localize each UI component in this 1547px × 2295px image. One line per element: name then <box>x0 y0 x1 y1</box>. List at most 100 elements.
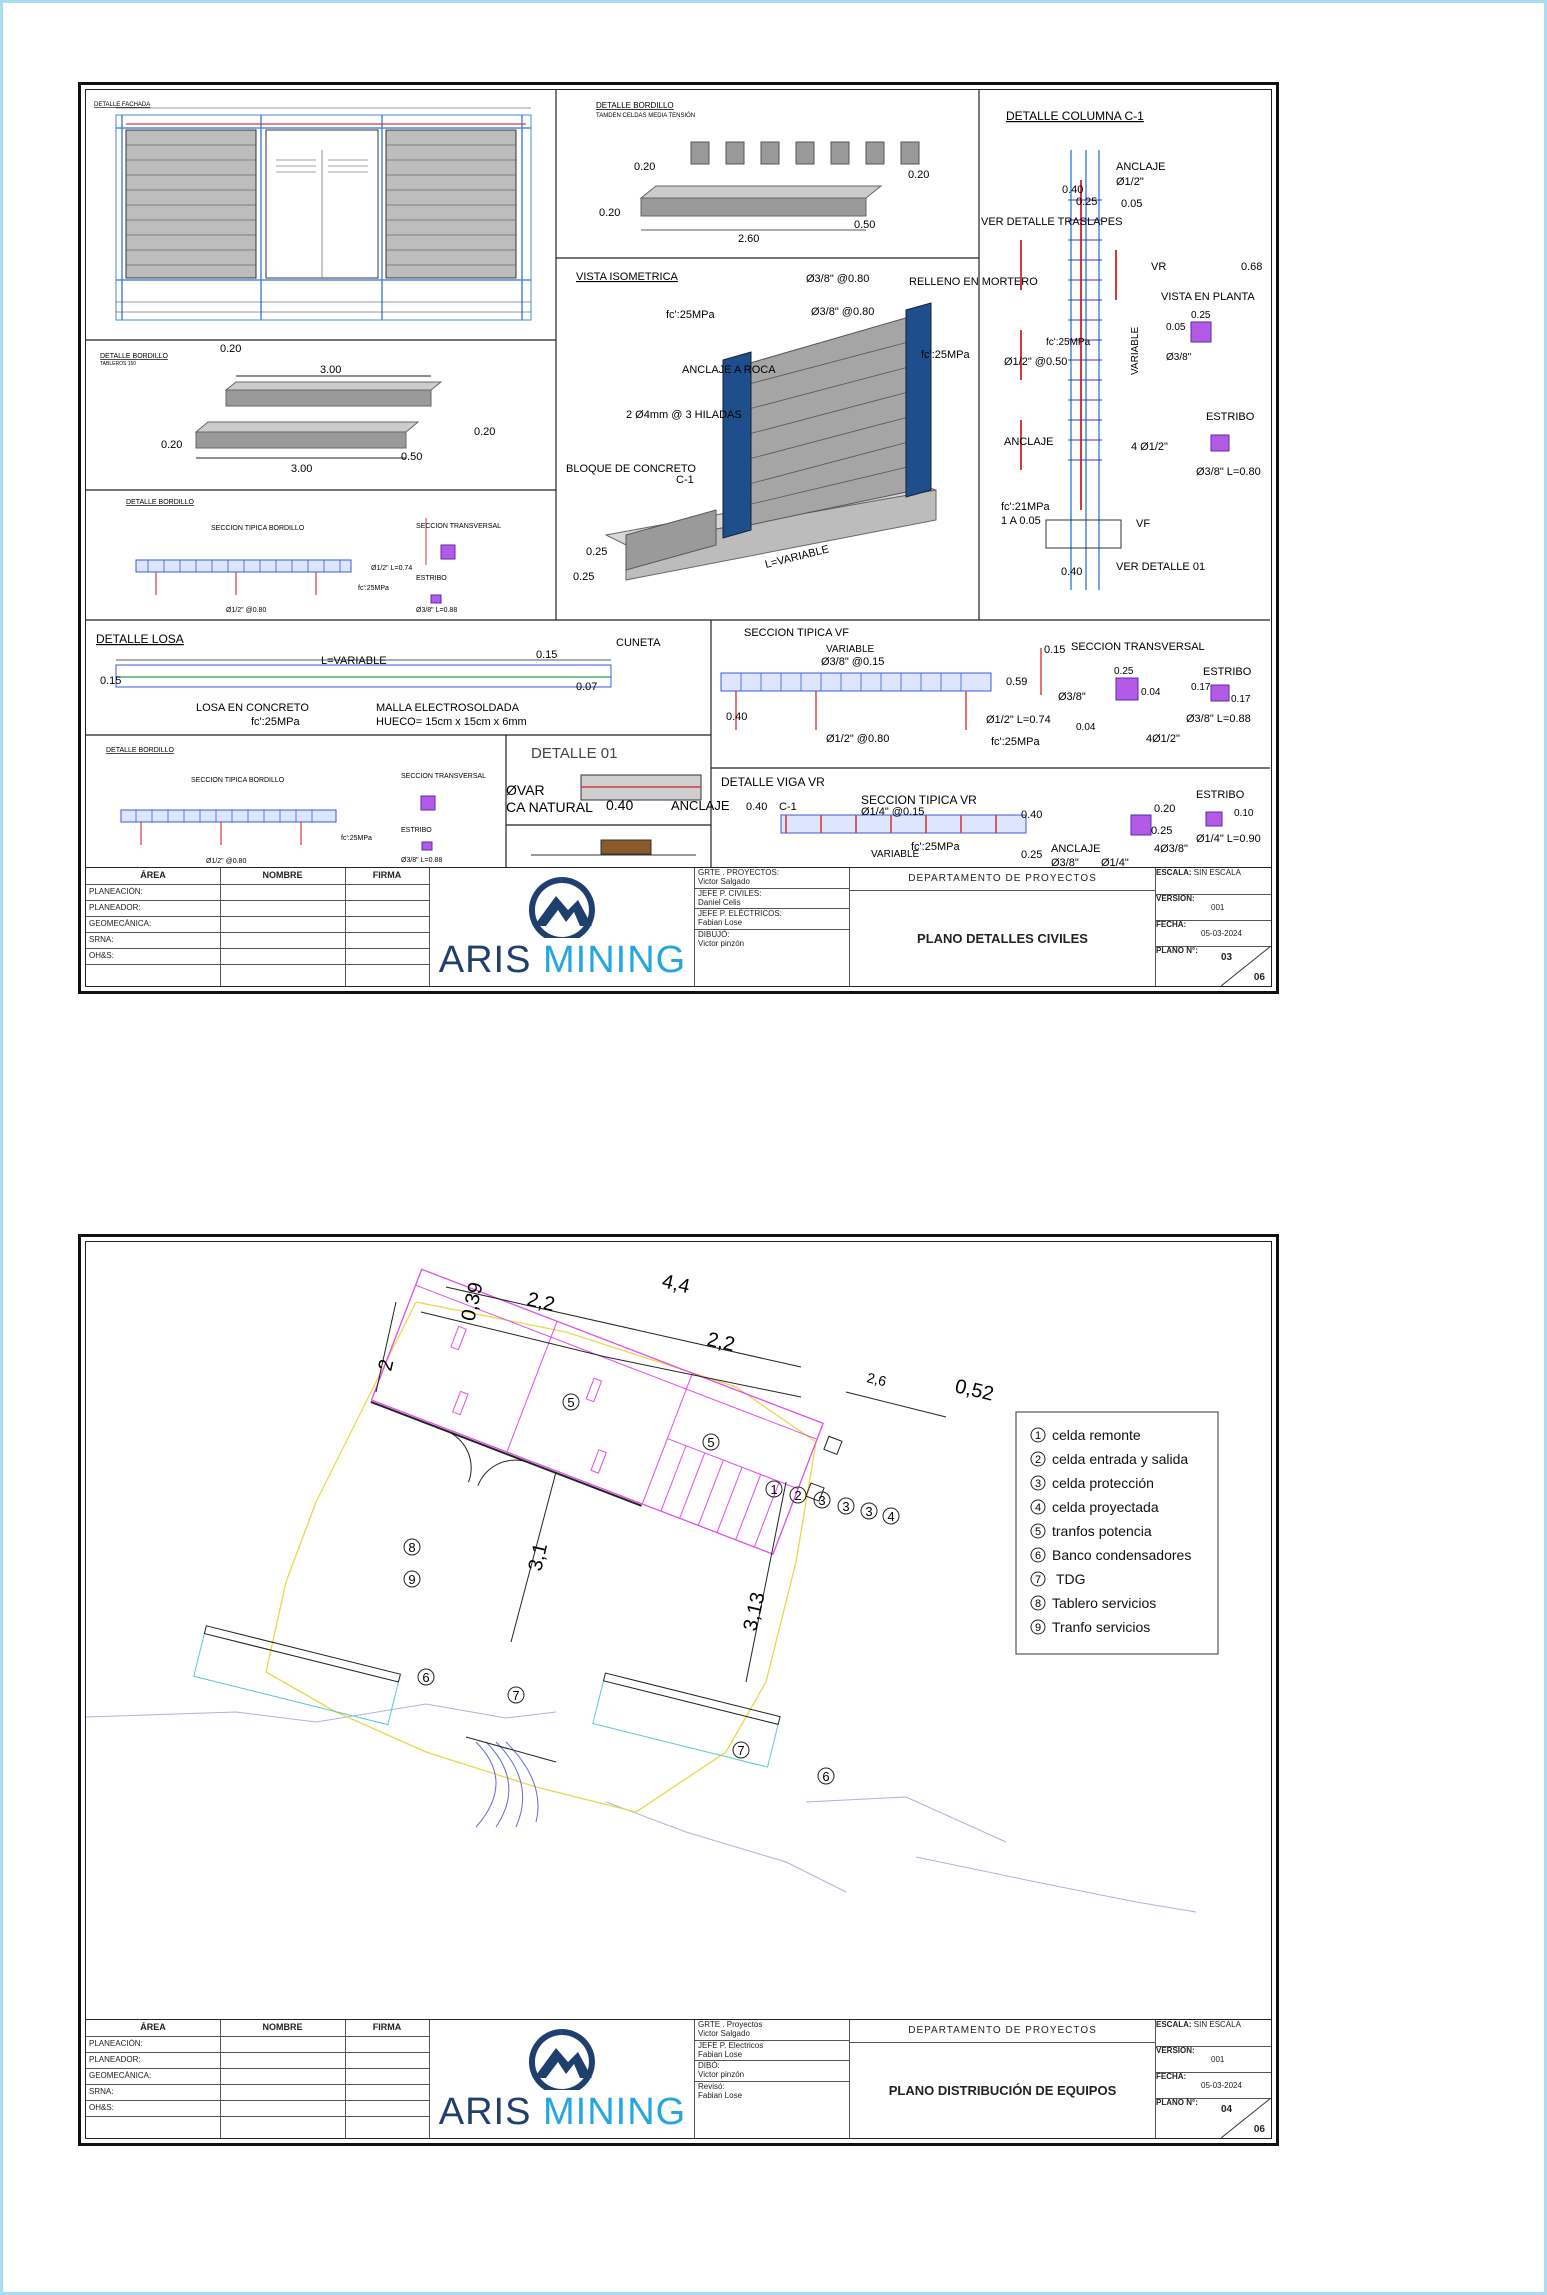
marker-1: 1 <box>765 1480 783 1498</box>
tb2-row-srna: SRNA: <box>89 2087 114 2096</box>
marker-7a: 7 <box>507 1686 525 1704</box>
equipment-layout-drawing: 4,4 2,2 2,2 0,39 2 2,6 0,52 3,1 3,13 5 5… <box>86 1268 1219 1913</box>
dim-025-iso-a: 0.25 <box>586 546 607 558</box>
label-bloque: BLOQUE DE CONCRETO <box>566 463 696 475</box>
title-detalle-columna: DETALLE COLUMNA C-1 <box>1006 109 1144 123</box>
title-detalle-viga: DETALLE VIGA VR <box>721 775 825 789</box>
legend-item-9: Tranfo servicios <box>1052 1619 1150 1635</box>
svg-text:1: 1 <box>1035 1430 1041 1442</box>
label-phi14-015: Ø1/4" @0.15 <box>861 806 924 818</box>
label-anclaje-vr: ANCLAJE <box>1051 843 1101 855</box>
label-fc25-iso-a: fc':25MPa <box>666 309 715 321</box>
label-phi38-vr: Ø3/8" <box>1051 857 1079 868</box>
tb1-row-srna: SRNA: <box>89 935 114 944</box>
mountain-logo-icon <box>529 2029 595 2090</box>
dim-017-vf-a: 0.17 <box>1191 682 1211 693</box>
vf-drawing <box>720 648 1230 730</box>
tb1-version-key: VERSION: <box>1156 894 1195 903</box>
label-anclaje-col-b: ANCLAJE <box>1004 436 1054 448</box>
label-fc25-b: fc':25MPa <box>341 835 372 842</box>
label-phi12-4b-vf: 4Ø1/2" <box>1146 733 1180 745</box>
dim-007: 0.07 <box>576 681 597 693</box>
label-relleno: RELLENO EN MORTERO <box>909 276 1038 288</box>
equipment-markers: 5 5 1 2 3 3 3 4 8 9 6 7 7 6 <box>403 1393 900 1785</box>
tb2-fecha-value: 05-03-2024 <box>1201 2081 1242 2090</box>
dim-040-vf: 0.40 <box>726 711 747 723</box>
brand-logo-2: ARIS MINING <box>429 2020 695 2138</box>
dim-039: 0,39 <box>457 1280 487 1323</box>
tb2-version-value: 001 <box>1211 2055 1225 2064</box>
title-block-2: ÁREA NOMBRE FIRMA PLANEACIÓN: PLANEADOR:… <box>86 2019 1271 2138</box>
dim-025-vr: 0.25 <box>1021 849 1042 861</box>
dim-005-planta: 0.05 <box>1166 322 1186 333</box>
title-fachada: DETALLE FACHADA <box>94 102 150 108</box>
label-ver-traslapes: VER DETALLE TRASLAPES <box>981 216 1122 228</box>
svg-text:4: 4 <box>887 1509 894 1524</box>
label-anclaje-d01: ANCLAJE <box>671 798 730 813</box>
svg-text:3: 3 <box>818 1493 825 1508</box>
legend-item-3: celda protección <box>1052 1475 1154 1491</box>
label-fc25-vf: fc':25MPa <box>991 736 1040 748</box>
label-cuneta: CUNETA <box>616 637 661 649</box>
svg-text:2: 2 <box>794 1488 801 1503</box>
dim-015-losa-a: 0.15 <box>536 649 557 661</box>
dim-040-col: 0.40 <box>1062 184 1083 196</box>
dim-22a: 2,2 <box>525 1288 557 1316</box>
label-variable-vf: VARIABLE <box>826 644 874 655</box>
tb2-plano-value: 04 <box>1221 2104 1233 2115</box>
sheet-inner-border: DETALLE FACHADA <box>85 89 1272 987</box>
brand-mining-2: MINING <box>543 2091 687 2133</box>
sheet-inner-border-2: 4,4 2,2 2,2 0,39 2 2,6 0,52 3,1 3,13 5 5… <box>85 1241 1272 2139</box>
svg-text:5: 5 <box>1035 1526 1041 1538</box>
marker-5b: 5 <box>702 1433 720 1451</box>
svg-text:8: 8 <box>1035 1598 1041 1610</box>
label-fc25-iso-b: fc':25MPa <box>921 349 970 361</box>
tb1-team-3: Daniel Celis <box>698 897 741 907</box>
title-bordillo-celdas: DETALLE BORDILLO <box>596 101 674 110</box>
tb1-team-1: Victor Salgado <box>698 877 750 886</box>
label-malla: MALLA ELECTROSOLDADA <box>376 702 520 714</box>
title-estribo-col: ESTRIBO <box>1206 411 1255 423</box>
marker-5a: 5 <box>562 1393 580 1411</box>
label-phi38-planta: Ø3/8" <box>1166 352 1192 363</box>
tb1-team-7: Victor pinzón <box>698 938 745 948</box>
label-phi14-l090: Ø1/4" L=0.90 <box>1196 833 1261 845</box>
tb2-escala-key: ESCALA: <box>1156 2020 1192 2029</box>
svg-text:4: 4 <box>1035 1502 1041 1514</box>
label-phi38-vf: Ø3/8" <box>1058 691 1086 703</box>
brand-aris-2: ARIS <box>438 2091 532 2133</box>
detalle-01-drawing <box>531 774 702 856</box>
svg-text:9: 9 <box>1035 1622 1041 1634</box>
label-variable-vr: VARIABLE <box>871 849 919 860</box>
legend-texts: celda remonte celda entrada y salida cel… <box>1052 1427 1191 1635</box>
tb2-row-planeacion: PLANEACIÓN: <box>89 2039 143 2048</box>
tb2-row-geomecanica: GEOMECÁNICA: <box>89 2071 152 2080</box>
dim-313: 3,13 <box>739 1590 769 1633</box>
label-phi12-4: 4 Ø1/2" <box>1131 441 1168 453</box>
dim-040-col-b: 0.40 <box>1061 566 1082 578</box>
svg-text:3: 3 <box>1035 1478 1041 1490</box>
equipment-pad-left <box>193 1625 402 1726</box>
tb2-team-0: GRTE . Proyectos <box>698 2020 763 2029</box>
dim-015-losa-b: 0.15 <box>100 675 121 687</box>
dim-052: 0,52 <box>953 1375 996 1405</box>
dim-005-col: 0.05 <box>1121 198 1142 210</box>
dim-059: 0.59 <box>1006 676 1027 688</box>
legend-item-1: celda remonte <box>1052 1427 1141 1443</box>
tb1-team-0: GRTE . PROYECTOS: <box>698 868 780 877</box>
tb1-team-4: JEFE P. ELÉCTRICOS: <box>698 909 782 918</box>
svg-text:8: 8 <box>408 1540 415 1555</box>
dim-025-col: 0.25 <box>1076 196 1097 208</box>
title-estribo-vf: ESTRIBO <box>1203 666 1252 678</box>
brand-logo-1: ARIS MINING <box>429 868 695 986</box>
site-boundary <box>265 1301 817 1813</box>
brand-aris-1: ARIS <box>438 939 532 981</box>
label-seccion-transversal-a: SECCION TRANSVERSAL <box>416 523 501 530</box>
bordillo-seccion-drawing <box>135 518 456 604</box>
mountain-logo-icon <box>529 877 595 938</box>
label-phi12-080-b: Ø1/2" @0.80 <box>206 858 246 865</box>
dim-020-b: 0.20 <box>599 207 620 219</box>
sheet-distribucion-equipos: 4,4 2,2 2,2 0,39 2 2,6 0,52 3,1 3,13 5 5… <box>78 1234 1279 2146</box>
label-anclaje-roca: ANCLAJE A ROCA <box>682 364 776 376</box>
tb2-version-key: VERSION: <box>1156 2046 1195 2055</box>
